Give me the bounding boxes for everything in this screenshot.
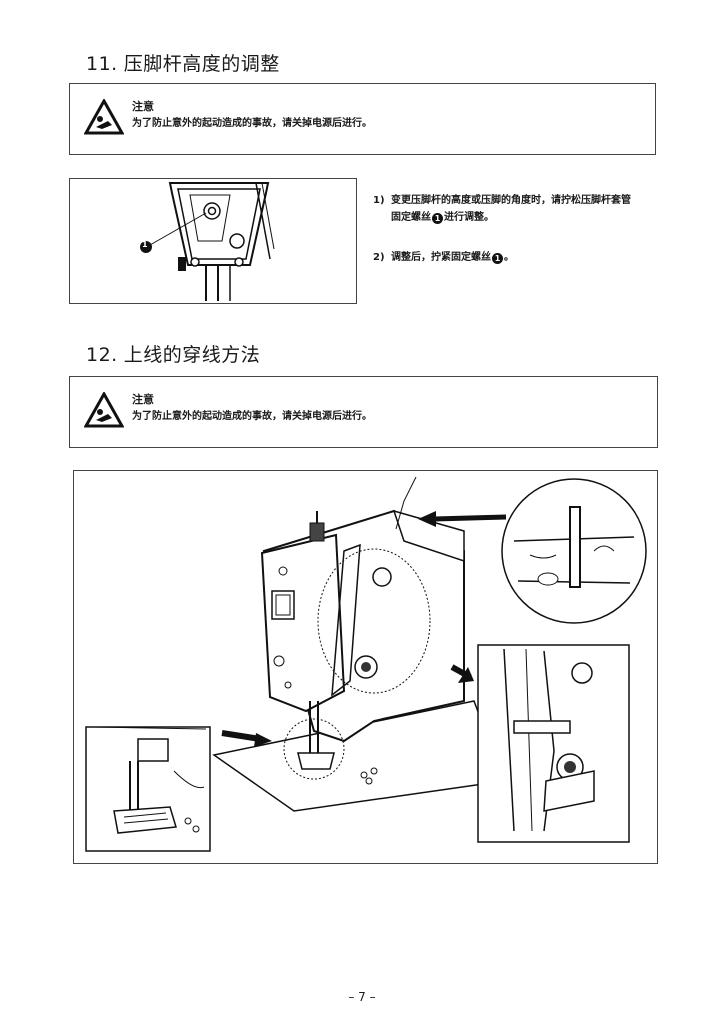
step-1-line2-pre: 固定螺丝 [391, 212, 431, 223]
step-1-line1: 变更压脚杆的高度或压脚的角度时，请拧松压脚杆套管 [391, 195, 631, 206]
section-12-heading: 12.上线的穿线方法 [86, 340, 260, 367]
section-12-title: 上线的穿线方法 [123, 344, 261, 366]
caution-box-11: 注意 为了防止意外的起动造成的事故，请关掉电源后进行。 [69, 83, 656, 155]
step-2-number: 2) [373, 252, 385, 263]
step-1-number: 1) [373, 195, 385, 206]
step-2-line1-pre: 调整后，拧紧固定螺丝 [391, 252, 491, 263]
section-11-heading: 11.压脚杆高度的调整 [86, 49, 280, 76]
section-11-title: 压脚杆高度的调整 [123, 53, 280, 75]
sewing-machine-threading-illustration [85, 476, 647, 852]
threading-figure [73, 470, 658, 864]
presser-bar-figure: 1 [69, 178, 357, 304]
presser-bar-illustration [140, 182, 275, 301]
section-11-number: 11. [86, 53, 118, 75]
caution-title: 注意 [132, 100, 154, 113]
callout-1-badge-2: 1 [492, 253, 503, 264]
caution-text: 为了防止意外的起动造成的事故，请关掉电源后进行。 [132, 118, 372, 129]
step-1-line2-post: 进行调整。 [444, 212, 494, 223]
caution-title: 注意 [132, 393, 154, 406]
caution-text: 为了防止意外的起动造成的事故，请关掉电源后进行。 [132, 411, 372, 422]
warning-triangle-icon [84, 392, 124, 428]
callout-1-label: 1 [142, 240, 148, 249]
warning-triangle-icon [84, 99, 124, 135]
section-12-number: 12. [86, 344, 118, 366]
caution-box-12: 注意 为了防止意外的起动造成的事故，请关掉电源后进行。 [69, 376, 658, 448]
callout-1-badge: 1 [432, 213, 443, 224]
step-2-line1-post: 。 [504, 252, 514, 263]
page-number: – 7 – [348, 990, 376, 1004]
